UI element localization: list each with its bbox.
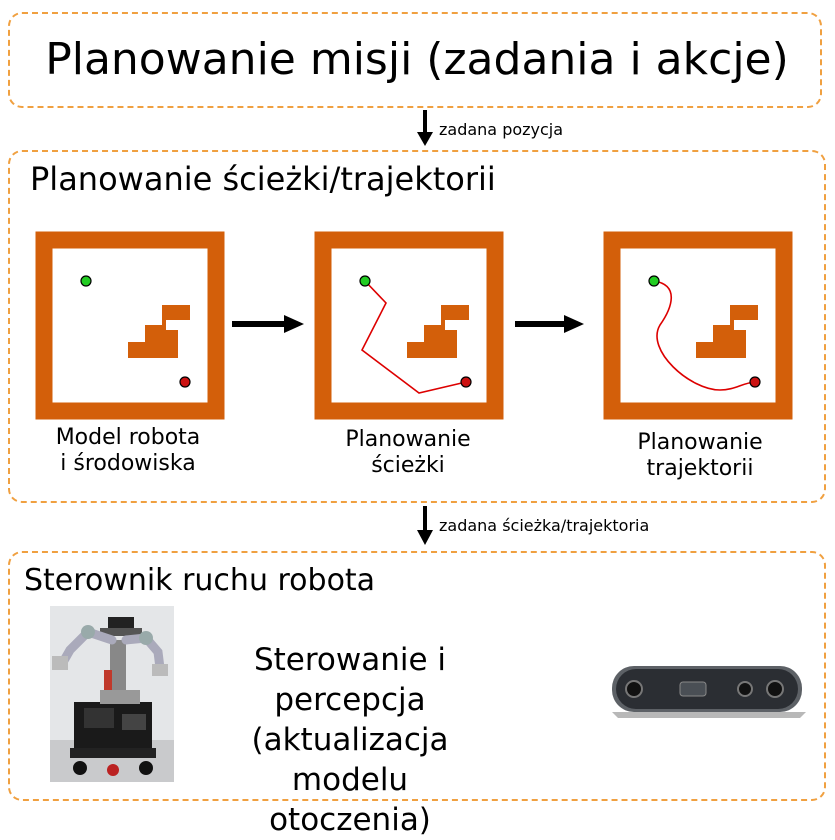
down-arrow-1 bbox=[417, 110, 433, 146]
depth-camera-image bbox=[612, 666, 806, 718]
path-planning-title: Planowanie ścieżki/trajektorii bbox=[30, 160, 496, 198]
control-line2: (aktualizacja modelu bbox=[251, 722, 449, 798]
mission-planning-box: Planowanie misji (zadania i akcje) bbox=[8, 12, 822, 108]
arrow-label-target-position: zadana pozycja bbox=[439, 120, 564, 139]
caption-model: Model robota i środowiska bbox=[28, 425, 228, 477]
caption-path-line1: Planowanie bbox=[345, 427, 471, 452]
caption-trajectory-line1: Planowanie bbox=[637, 430, 763, 455]
diagram-graphics bbox=[35, 110, 806, 782]
panel-trajectory bbox=[603, 231, 793, 420]
arrow-label-target-trajectory: zadana ścieżka/trajektoria bbox=[439, 516, 650, 535]
mobile-manipulator-robot-image bbox=[50, 606, 174, 782]
path-planning-box: Planowanie ścieżki/trajektorii bbox=[8, 150, 826, 503]
down-arrow-2 bbox=[417, 506, 433, 545]
control-line1: Sterowanie i percepcja bbox=[253, 642, 447, 718]
caption-trajectory: Planowanie trajektorii bbox=[600, 430, 800, 482]
control-description: Sterowanie i percepcja (aktualizacja mod… bbox=[190, 640, 510, 840]
motion-controller-box: Sterownik ruchu robota bbox=[8, 551, 826, 801]
panel-path bbox=[314, 231, 504, 420]
panel-model bbox=[35, 231, 225, 420]
caption-trajectory-line2: trajektorii bbox=[646, 456, 754, 481]
caption-path: Planowanie ścieżki bbox=[308, 427, 508, 479]
right-arrow-2 bbox=[515, 315, 584, 333]
right-arrow-1 bbox=[232, 315, 304, 333]
caption-path-line2: ścieżki bbox=[371, 453, 445, 478]
control-line3: otoczenia) bbox=[269, 802, 431, 838]
mission-planning-title: Planowanie misji (zadania i akcje) bbox=[45, 34, 789, 85]
caption-model-line2: i środowiska bbox=[60, 451, 196, 476]
motion-controller-title: Sterownik ruchu robota bbox=[24, 563, 376, 598]
caption-model-line1: Model robota bbox=[55, 425, 201, 450]
